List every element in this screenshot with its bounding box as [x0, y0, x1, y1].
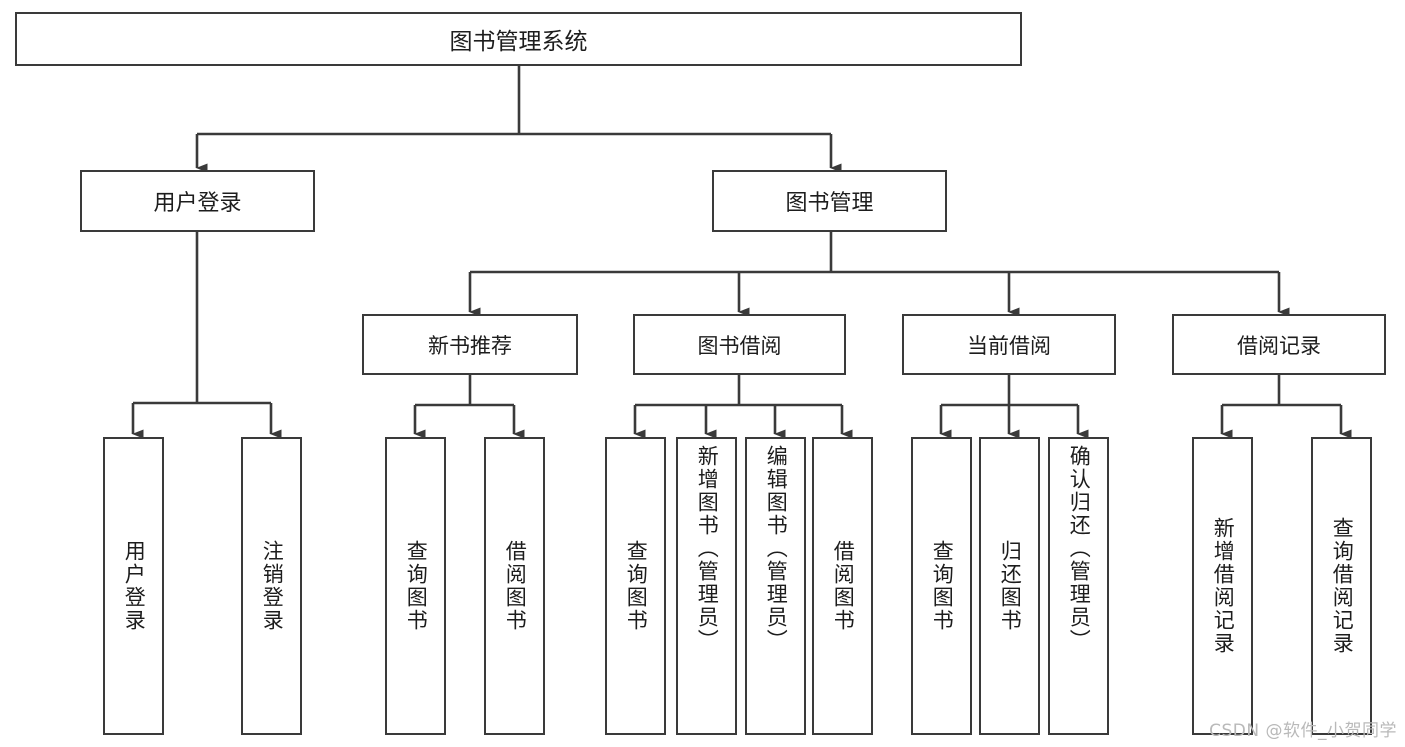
leaf-current-return-book[interactable]: 归还图书: [979, 437, 1040, 735]
node-label: 新书推荐: [428, 333, 512, 358]
leaf-label: 查询图书: [930, 540, 955, 632]
leaf-label: 查询图书: [404, 540, 429, 632]
node-user-login[interactable]: 用户登录: [80, 170, 315, 232]
leaf-label: 查询图书: [624, 540, 649, 632]
leaf-content: 查询图书: [607, 439, 664, 733]
leaf-borrow-edit-book-admin[interactable]: 编辑图书（管理员）: [745, 437, 806, 735]
leaf-recommend-borrow-book[interactable]: 借阅图书: [484, 437, 545, 735]
node-book-management[interactable]: 图书管理: [712, 170, 947, 232]
leaf-content: 查询图书: [913, 439, 970, 733]
leaf-label: 借阅图书: [503, 540, 528, 632]
leaf-user-login-signin[interactable]: 用户登录: [103, 437, 164, 735]
node-root-system[interactable]: 图书管理系统: [15, 12, 1022, 66]
leaf-borrow-query-book[interactable]: 查询图书: [605, 437, 666, 735]
node-current-borrow[interactable]: 当前借阅: [902, 314, 1116, 375]
leaf-label: 借阅图书: [831, 540, 856, 632]
leaf-label: 注销登录: [260, 540, 285, 632]
node-new-book-recommend[interactable]: 新书推荐: [362, 314, 578, 375]
leaf-borrow-add-book-admin[interactable]: 新增图书（管理员）: [676, 437, 737, 735]
leaf-content: 借阅图书: [486, 439, 543, 733]
watermark-text: CSDN @软件_小贺同学: [1209, 721, 1397, 741]
leaf-recommend-query-book[interactable]: 查询图书: [385, 437, 446, 735]
leaf-label: 新增图书（管理员）: [695, 445, 720, 652]
leaf-current-query-book[interactable]: 查询图书: [911, 437, 972, 735]
leaf-content: 新增图书（管理员）: [678, 439, 735, 739]
leaf-content: 确认归还（管理员）: [1050, 439, 1107, 739]
node-label: 图书借阅: [697, 333, 782, 358]
leaf-current-confirm-return-admin[interactable]: 确认归还（管理员）: [1048, 437, 1109, 735]
node-label: 借阅记录: [1237, 333, 1321, 358]
node-label: 用户登录: [153, 191, 242, 216]
leaf-label: 确认归还（管理员）: [1067, 445, 1092, 652]
leaf-label: 查询借阅记录: [1330, 517, 1355, 655]
leaf-content: 查询图书: [387, 439, 444, 733]
leaf-label: 用户登录: [122, 540, 147, 632]
node-book-borrow[interactable]: 图书借阅: [633, 314, 846, 375]
leaf-label: 新增借阅记录: [1211, 517, 1236, 655]
leaf-label: 归还图书: [998, 540, 1023, 632]
leaf-content: 查询借阅记录: [1313, 439, 1370, 733]
leaf-content: 归还图书: [981, 439, 1038, 733]
leaf-content: 注销登录: [243, 439, 300, 733]
leaf-borrow-borrow-book[interactable]: 借阅图书: [812, 437, 873, 735]
leaf-user-login-signout[interactable]: 注销登录: [241, 437, 302, 735]
node-label: 图书管理系统: [449, 29, 588, 55]
leaf-content: 用户登录: [105, 439, 162, 733]
leaf-content: 编辑图书（管理员）: [747, 439, 804, 739]
leaf-record-query-borrow-record[interactable]: 查询借阅记录: [1311, 437, 1372, 735]
leaf-record-add-borrow-record[interactable]: 新增借阅记录: [1192, 437, 1253, 735]
node-label: 图书管理: [785, 191, 874, 216]
leaf-content: 借阅图书: [814, 439, 871, 733]
node-label: 当前借阅: [967, 333, 1051, 358]
leaf-label: 编辑图书（管理员）: [764, 445, 789, 652]
node-borrow-record[interactable]: 借阅记录: [1172, 314, 1386, 375]
leaf-content: 新增借阅记录: [1194, 439, 1251, 733]
